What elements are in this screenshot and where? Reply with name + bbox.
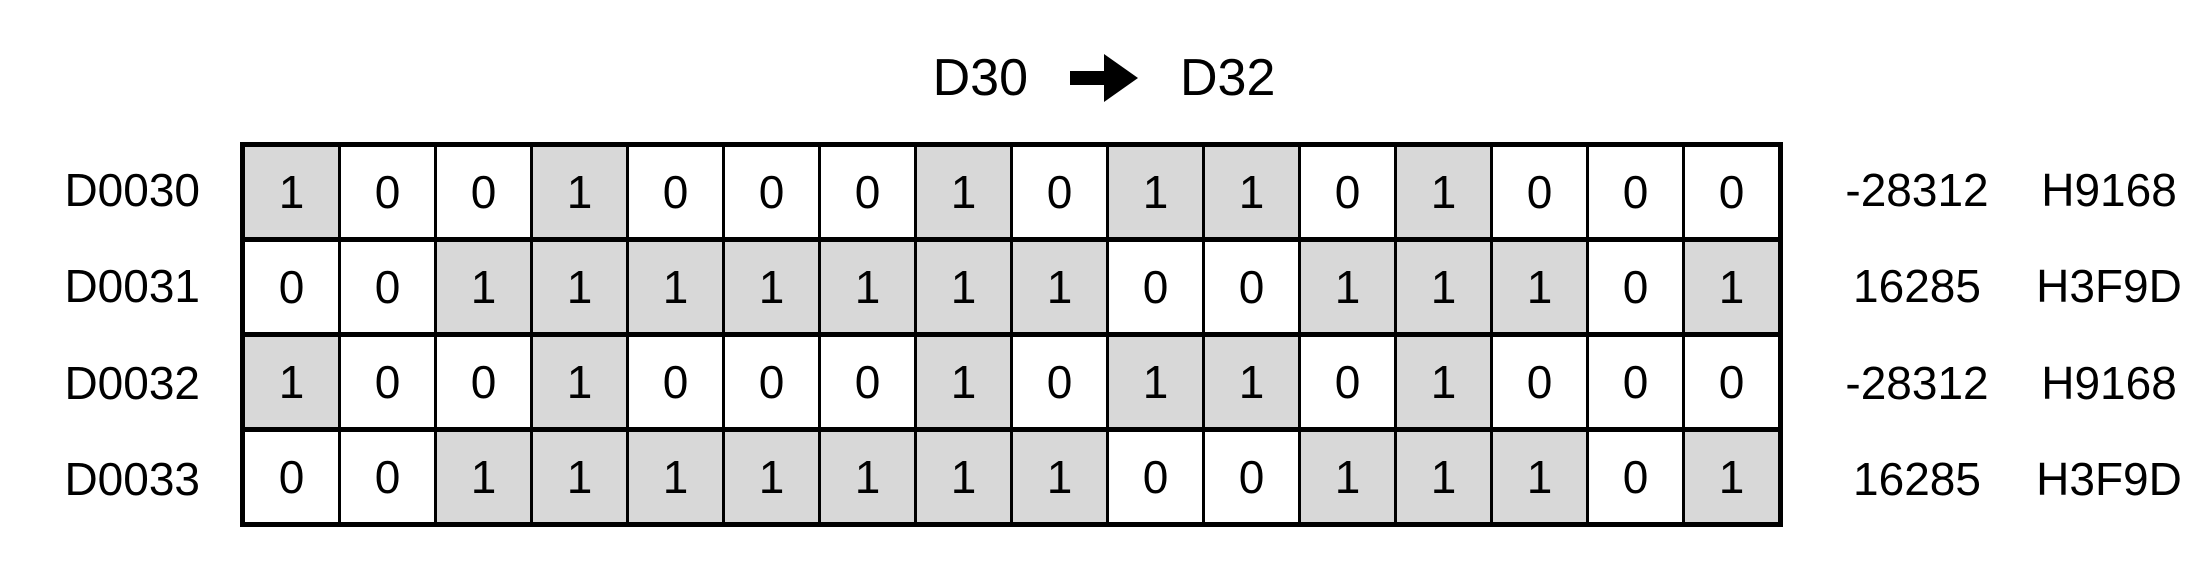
decimal-value: -28312 [1845, 356, 1989, 409]
bit-cell-r3-c11: 1 [1298, 427, 1397, 527]
bit-cell-r1-c5: 1 [722, 237, 821, 337]
bit-cell-r1-c11: 1 [1298, 237, 1397, 337]
hex-value: H3F9D [2036, 260, 2182, 313]
bit-cell-r3-c15: 1 [1682, 427, 1782, 527]
bit-cell-r3-c3: 1 [530, 427, 629, 527]
bit-cell-r0-c2: 0 [434, 142, 533, 242]
bit-cell-r3-c14: 0 [1586, 427, 1685, 527]
hex-values-column: H9168 H3F9D H9168 H3F9D [2023, 142, 2195, 527]
bit-cell-r0-c11: 0 [1298, 142, 1397, 242]
bit-cell-r0-c5: 0 [722, 142, 821, 242]
bit-cell-r3-c7: 1 [914, 427, 1013, 527]
bit-cell-r1-c2: 1 [434, 237, 533, 337]
bit-cell-r1-c4: 1 [626, 237, 725, 337]
bit-cell-r0-c14: 0 [1586, 142, 1685, 242]
bit-cell-r1-c3: 1 [530, 237, 629, 337]
bit-cell-r2-c2: 0 [434, 332, 533, 432]
bit-cell-r3-c9: 0 [1106, 427, 1205, 527]
bit-cell-r1-c12: 1 [1394, 237, 1493, 337]
bit-cell-r2-c10: 1 [1202, 332, 1301, 432]
bit-cell-r3-c12: 1 [1394, 427, 1493, 527]
bit-cell-r1-c14: 0 [1586, 237, 1685, 337]
hex-value: H9168 [2041, 356, 2177, 409]
bit-cell-r3-c2: 1 [434, 427, 533, 527]
bit-cell-r2-c6: 0 [818, 332, 917, 432]
hex-value: H9168 [2041, 164, 2177, 217]
bit-cell-r2-c4: 0 [626, 332, 725, 432]
decimal-value: -28312 [1845, 164, 1989, 217]
bit-cell-r2-c3: 1 [530, 332, 629, 432]
bit-cell-r3-c5: 1 [722, 427, 821, 527]
bit-cell-r3-c1: 0 [338, 427, 437, 527]
bit-cell-r1-c9: 0 [1106, 237, 1205, 337]
hex-value: H3F9D [2036, 452, 2182, 505]
bit-cell-r0-c6: 0 [818, 142, 917, 242]
bit-cell-r1-c0: 0 [241, 237, 341, 337]
bit-cell-r2-c14: 0 [1586, 332, 1685, 432]
right-arrow-icon [1070, 54, 1138, 102]
bit-cell-r1-c1: 0 [338, 237, 437, 337]
bit-cell-r0-c0: 1 [241, 142, 341, 242]
register-labels-column: D0030 D0031 D0032 D0033 [35, 142, 200, 527]
bit-cell-r2-c8: 0 [1010, 332, 1109, 432]
bit-cell-r0-c7: 1 [914, 142, 1013, 242]
bit-cell-r3-c10: 0 [1202, 427, 1301, 527]
bit-cell-r1-c13: 1 [1490, 237, 1589, 337]
bit-cell-r1-c6: 1 [818, 237, 917, 337]
bit-cell-r0-c4: 0 [626, 142, 725, 242]
bit-cell-r0-c13: 0 [1490, 142, 1589, 242]
bit-cell-r2-c1: 0 [338, 332, 437, 432]
bit-cell-r0-c3: 1 [530, 142, 629, 242]
bit-cell-r1-c15: 1 [1682, 237, 1782, 337]
row-label: D0030 [64, 164, 200, 217]
decimal-value: 16285 [1853, 260, 1981, 313]
bit-cell-r0-c8: 0 [1010, 142, 1109, 242]
bit-cell-r2-c5: 0 [722, 332, 821, 432]
bit-cell-r2-c11: 0 [1298, 332, 1397, 432]
diagram-title: D30 D32 [0, 46, 2208, 110]
bit-cell-r2-c13: 0 [1490, 332, 1589, 432]
bit-cell-r0-c12: 1 [1394, 142, 1493, 242]
decimal-value: 16285 [1853, 452, 1981, 505]
bit-cell-r2-c7: 1 [914, 332, 1013, 432]
dest-register-label: D32 [1180, 49, 1276, 107]
bit-cell-r0-c9: 1 [1106, 142, 1205, 242]
bit-cell-r2-c9: 1 [1106, 332, 1205, 432]
bit-cell-r1-c8: 1 [1010, 237, 1109, 337]
decimal-values-column: -28312 16285 -28312 16285 [1811, 142, 2023, 527]
bit-cell-r3-c6: 1 [818, 427, 917, 527]
bit-cell-r3-c8: 1 [1010, 427, 1109, 527]
bit-cell-r0-c1: 0 [338, 142, 437, 242]
row-label: D0031 [64, 260, 200, 313]
bit-cell-r3-c13: 1 [1490, 427, 1589, 527]
row-label: D0033 [64, 452, 200, 505]
bit-cell-r1-c10: 0 [1202, 237, 1301, 337]
source-register-label: D30 [932, 49, 1028, 107]
bit-cell-r3-c0: 0 [241, 427, 341, 527]
bit-cell-r1-c7: 1 [914, 237, 1013, 337]
row-label: D0032 [64, 356, 200, 409]
bit-cell-r2-c0: 1 [241, 332, 341, 432]
bit-cell-r2-c15: 0 [1682, 332, 1782, 432]
bit-cell-r2-c12: 1 [1394, 332, 1493, 432]
bit-cell-r0-c15: 0 [1682, 142, 1782, 242]
bit-cell-r0-c10: 1 [1202, 142, 1301, 242]
bit-cell-r3-c4: 1 [626, 427, 725, 527]
